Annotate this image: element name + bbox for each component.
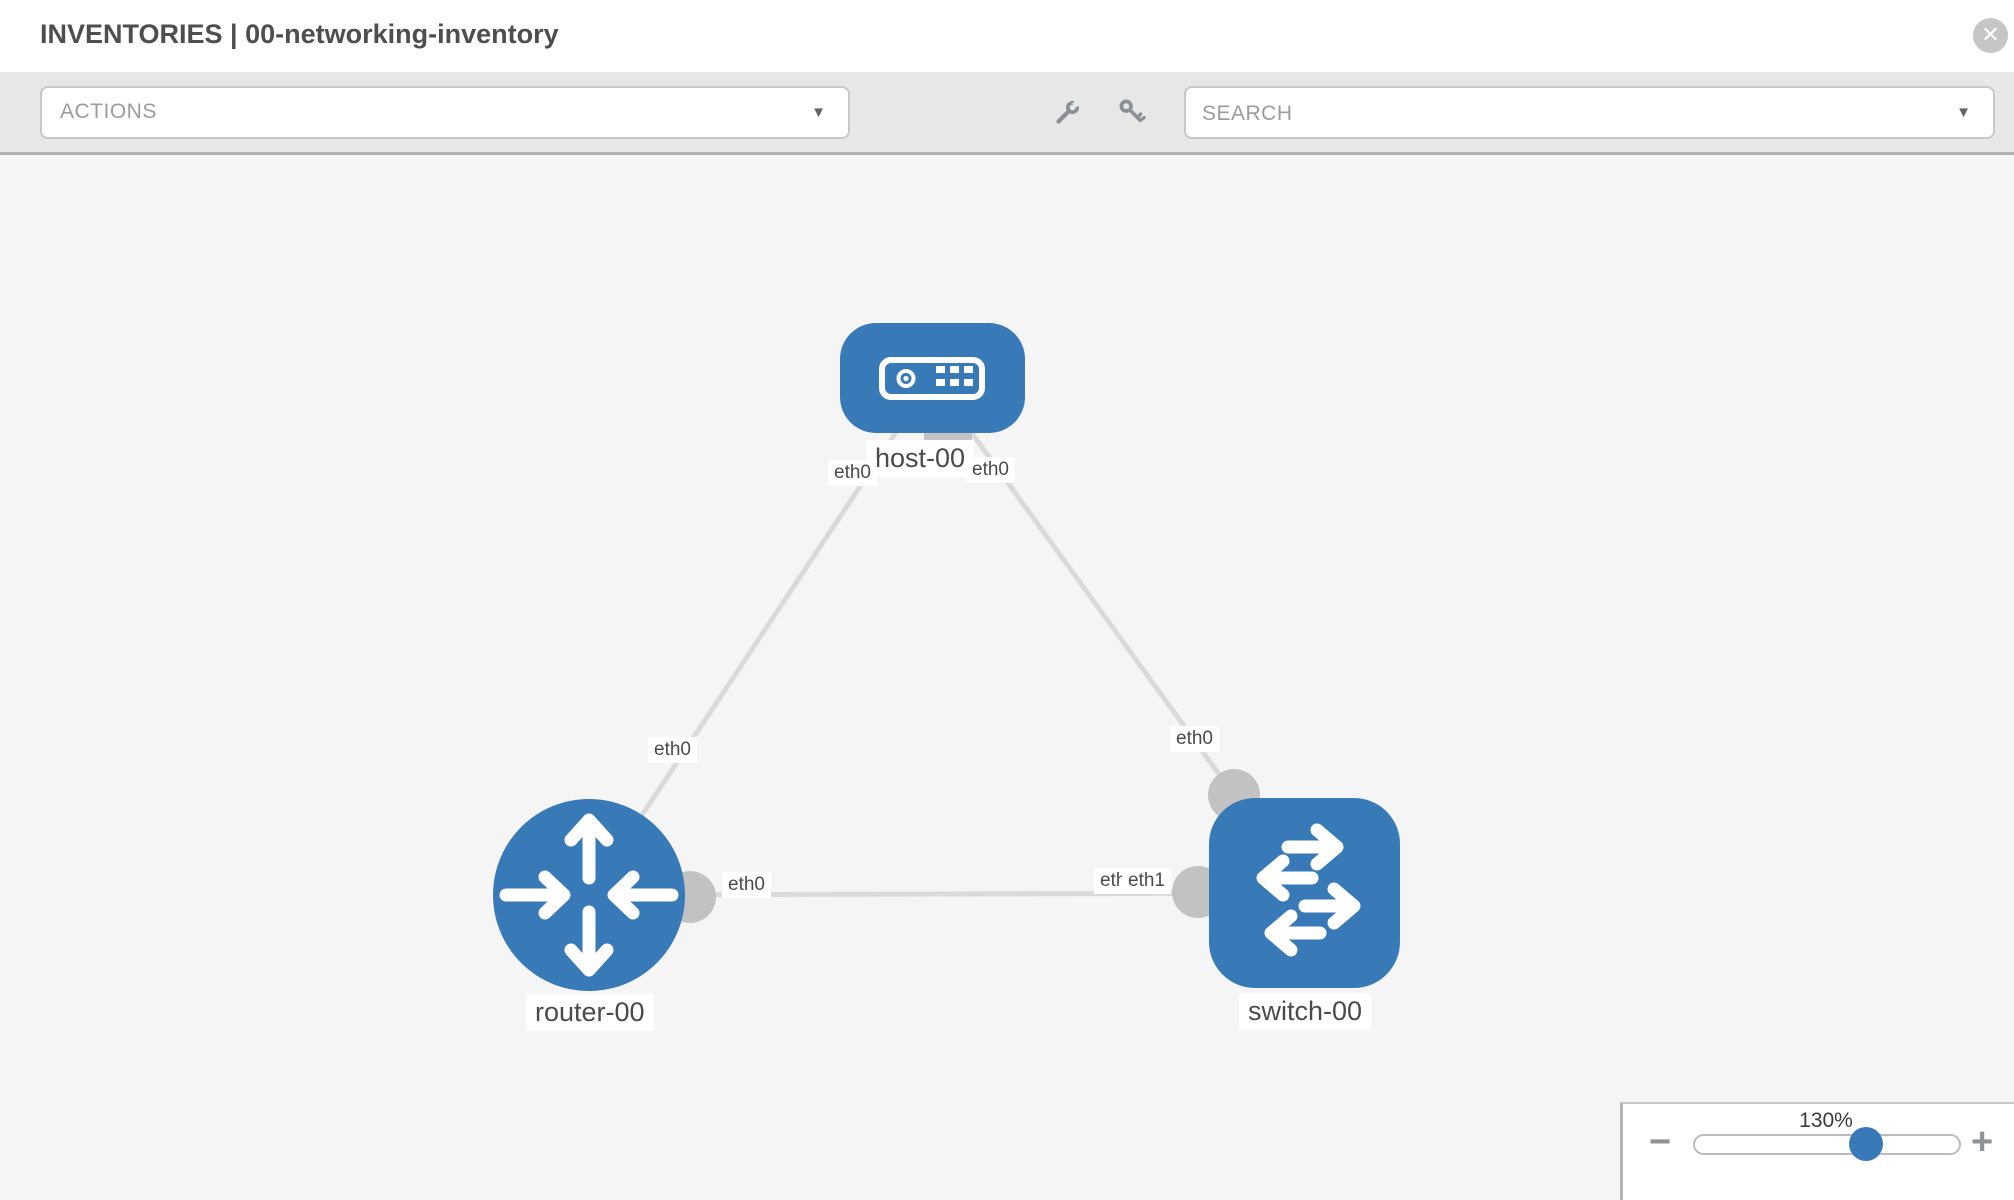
node-label-host-00[interactable]: host-00 (866, 440, 975, 477)
interface-label-host-to-router: eth0 (828, 460, 877, 486)
zoom-slider-thumb[interactable] (1849, 1127, 1883, 1161)
actions-dropdown-label: ACTIONS (60, 100, 157, 123)
interface-label-switch-to-router: eth1 (1122, 868, 1171, 894)
link-host-switch[interactable] (929, 376, 1237, 797)
node-label-router-00[interactable]: router-00 (526, 994, 654, 1031)
zoom-slider-track[interactable] (1693, 1134, 1961, 1155)
router-icon (499, 813, 679, 977)
key-icon[interactable] (1116, 96, 1150, 130)
close-icon[interactable]: ✕ (1973, 18, 2008, 53)
search-dropdown[interactable]: ▼ (1184, 86, 1995, 139)
actions-dropdown[interactable]: ACTIONS ▼ (40, 86, 850, 139)
wrench-icon[interactable] (1050, 96, 1084, 130)
zoom-out-button[interactable]: − (1649, 1121, 1672, 1163)
node-label-switch-00[interactable]: switch-00 (1239, 993, 1372, 1030)
interface-label-switch-to-host: eth0 (1170, 726, 1219, 752)
node-switch-00[interactable] (1209, 798, 1400, 988)
interface-label-router-to-switch: eth0 (722, 872, 771, 898)
search-input[interactable] (1200, 92, 1904, 135)
zoom-level-value: 130% (1799, 1109, 1853, 1132)
interface-label-host-to-switch: eth0 (966, 457, 1015, 483)
page-title: INVENTORIES | 00-networking-inventory (40, 19, 559, 49)
node-host-00[interactable] (840, 323, 1025, 433)
switch-icon (1256, 823, 1361, 957)
zoom-in-button[interactable]: + (1971, 1121, 1994, 1163)
topology-graph (493, 323, 1400, 991)
chevron-down-icon: ▼ (811, 104, 826, 121)
interface-label-router-to-host: eth0 (648, 737, 697, 763)
node-router-00[interactable] (493, 799, 685, 991)
toolbar: ACTIONS ▼ ▼ (0, 72, 2014, 155)
host-icon (879, 357, 985, 400)
zoom-panel: 130% − + (1620, 1102, 2014, 1200)
topology-canvas[interactable]: 130% − + (0, 155, 2014, 1200)
header-bar: INVENTORIES | 00-networking-inventory ✕ (0, 0, 2014, 72)
ports-layer (664, 412, 1260, 923)
chevron-down-icon: ▼ (1956, 104, 1971, 121)
